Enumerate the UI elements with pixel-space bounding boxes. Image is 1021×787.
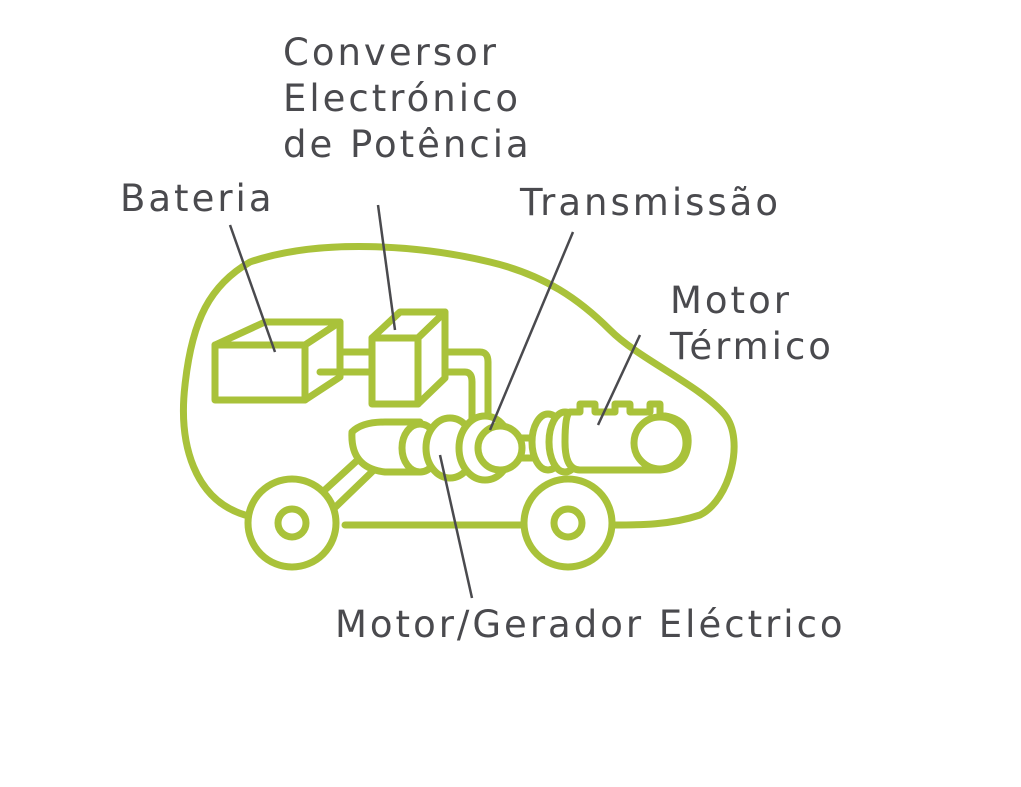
engine-label-line1: Motor <box>670 279 792 322</box>
battery-label-text: Bateria <box>120 177 275 220</box>
converter-label-line2: Electrónico <box>283 77 522 120</box>
battery-box <box>211 318 344 404</box>
transmission-disc <box>474 422 526 474</box>
converter-label-line1: Conversor <box>283 31 499 74</box>
motor-generator-label: Motor/Gerador Eléctrico <box>335 602 846 648</box>
converter-label: Conversor Electrónico de Potência <box>283 30 532 168</box>
front-wheel <box>520 475 616 571</box>
engine-label-line2: Térmico <box>670 325 834 368</box>
converter-label-line3: de Potência <box>283 123 532 166</box>
converter-leader <box>376 204 397 331</box>
battery-label: Bateria <box>120 176 275 222</box>
transmission-leader <box>488 231 575 431</box>
engine-end-cap <box>630 413 690 473</box>
engine-label: Motor Térmico <box>670 278 834 370</box>
transmission-label-text: Transmissão <box>520 181 781 224</box>
converter-box <box>368 308 449 408</box>
car-body-outline <box>179 243 738 529</box>
transmission-label: Transmissão <box>520 180 781 226</box>
battery-converter-cable <box>316 348 376 376</box>
battery-leader <box>228 224 277 353</box>
engine-leader <box>596 334 642 426</box>
converter-motor-cable <box>441 348 492 424</box>
motor-generator-label-text: Motor/Gerador Eléctrico <box>335 603 846 646</box>
motor-generator-leader <box>438 454 474 599</box>
rear-wheel <box>244 475 340 571</box>
